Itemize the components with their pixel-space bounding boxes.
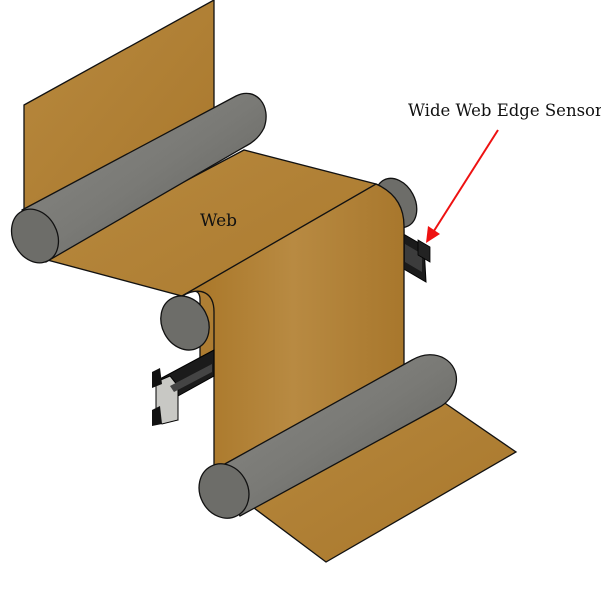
sensor-annotation-arrow bbox=[426, 129, 499, 243]
roller-bottom bbox=[198, 354, 457, 519]
roller-middle-left bbox=[160, 295, 210, 351]
sensor-annotation-label: Wide Web Edge Sensor bbox=[408, 101, 601, 120]
roller-top bbox=[10, 92, 267, 264]
web-label: Web bbox=[200, 211, 237, 231]
edge-sensor-lower bbox=[152, 349, 215, 426]
